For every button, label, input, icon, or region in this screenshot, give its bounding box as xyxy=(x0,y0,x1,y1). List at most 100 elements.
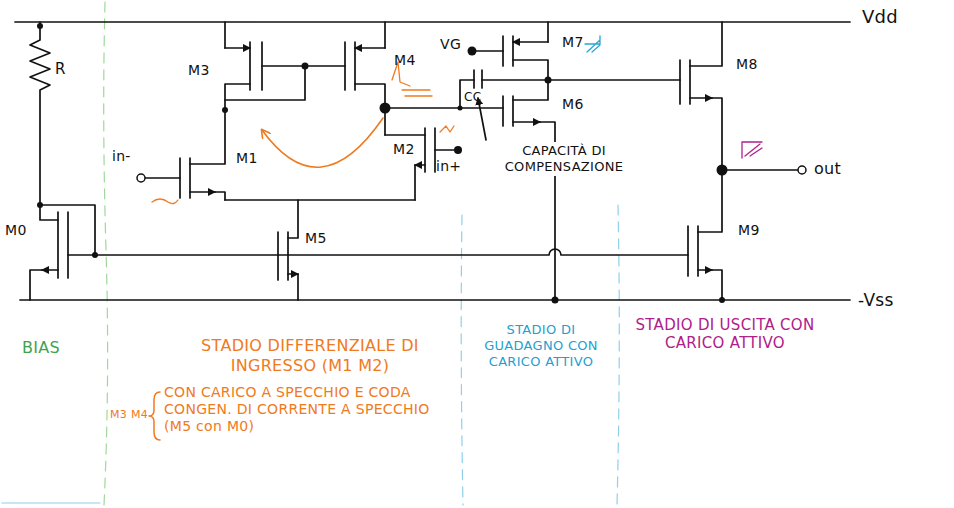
supply-rail xyxy=(15,22,850,300)
section-title: BIAS xyxy=(22,338,60,358)
nmos-transistor xyxy=(712,98,722,170)
nmos-transistor xyxy=(712,270,722,300)
part-name: M5 xyxy=(305,230,327,247)
nmos-transistor xyxy=(414,165,416,200)
junction-dot xyxy=(302,63,309,70)
signal-sketch xyxy=(440,126,454,132)
section-note: CON CARICO A SPECCHIO E CODA CONGEN. DI … xyxy=(164,384,456,435)
pmos-transistor xyxy=(384,22,386,48)
junction-dot xyxy=(222,107,228,113)
capacitor-symbol xyxy=(473,70,475,88)
nmos-transistor xyxy=(42,269,58,271)
nmos-transistor xyxy=(688,170,722,300)
part-name: M7 xyxy=(562,34,584,51)
signal-sketch xyxy=(152,199,178,204)
pmos-transistor xyxy=(513,41,548,43)
junction-dot xyxy=(37,23,728,304)
tail-wire xyxy=(225,199,415,201)
part-name: M3 M4 xyxy=(110,408,148,421)
signal-wire xyxy=(385,108,503,109)
pmos-transistor xyxy=(512,36,514,66)
pmos-transistor xyxy=(225,22,345,110)
pmos-transistor xyxy=(547,22,549,42)
pmos-transistor xyxy=(354,42,356,90)
signal-path-arrow xyxy=(262,118,383,167)
signal-name: in- xyxy=(112,148,131,165)
resistor-symbol xyxy=(30,22,50,205)
part-name: M3 xyxy=(188,62,210,79)
signal-path-arrow xyxy=(262,118,383,167)
nmos-transistor xyxy=(278,200,298,300)
nmos-transistor xyxy=(288,273,298,275)
part-name: M4 xyxy=(394,52,416,69)
nmos-transistor xyxy=(697,226,699,276)
junction-dot xyxy=(552,297,559,304)
junction-dot xyxy=(458,106,463,111)
nmos-transistor xyxy=(435,149,454,151)
leader-line xyxy=(478,98,486,140)
part-name: M1 xyxy=(236,150,258,167)
supply-rail xyxy=(15,21,850,23)
nmos-transistor xyxy=(40,205,95,255)
nmos-transistor xyxy=(145,110,225,200)
nmos-transistor xyxy=(503,80,555,300)
nmos-transistor xyxy=(67,212,69,278)
signal-sketch xyxy=(585,36,600,52)
resistor-symbol xyxy=(30,22,50,205)
nmos-transistor xyxy=(548,79,680,81)
nmos-transistor xyxy=(690,22,722,66)
nmos-transistor xyxy=(215,192,225,200)
section-title: STADIO DI GUADAGNO CON CARICO ATTIVO xyxy=(476,322,606,370)
pmos-transistor xyxy=(225,47,250,49)
nmos-transistor xyxy=(30,205,95,300)
note: CAPACITÀ DI COMPENSAZIONE xyxy=(482,142,646,176)
pmos-transistor xyxy=(249,42,251,90)
pmos-transistor xyxy=(344,42,346,90)
nmos-transistor xyxy=(57,212,59,278)
junction-dot xyxy=(719,297,725,303)
terminal-circle xyxy=(137,174,145,182)
junction-dot xyxy=(454,146,462,154)
nmos-transistor xyxy=(513,121,540,123)
junction-dot xyxy=(92,252,98,258)
section-separator xyxy=(461,215,463,505)
pmos-transistor xyxy=(225,84,250,110)
nmos-transistor xyxy=(40,205,58,220)
signal-sketch xyxy=(152,36,762,204)
signal-sketch xyxy=(742,142,762,158)
section-title: STADIO DI USCITA CON CARICO ATTIVO xyxy=(630,316,820,353)
pmos-transistor xyxy=(225,66,305,100)
part-name: M9 xyxy=(738,222,760,239)
junction-dot xyxy=(380,103,391,114)
nmos-transistor xyxy=(190,110,225,164)
pmos-transistor xyxy=(355,47,385,49)
supply-rail xyxy=(20,299,850,301)
nmos-transistor xyxy=(502,96,504,126)
signal-name: VG xyxy=(440,36,461,53)
nmos-transistor xyxy=(698,269,712,271)
junction-dot xyxy=(37,23,43,29)
junction-dot xyxy=(37,202,43,208)
pmos-transistor xyxy=(513,60,548,80)
terminal-circle xyxy=(137,166,806,182)
nmos-transistor xyxy=(690,97,712,99)
section-separator xyxy=(2,502,100,503)
capacitor-symbol xyxy=(482,79,548,81)
supply-label: Vdd xyxy=(862,6,898,28)
signal-name: in+ xyxy=(436,158,461,175)
nmos-transistor xyxy=(513,80,548,100)
part-name: M6 xyxy=(562,96,584,113)
nmos-transistor xyxy=(385,134,425,136)
pmos-transistor xyxy=(476,50,503,52)
section-separator xyxy=(2,2,619,505)
junction-dot xyxy=(468,47,477,56)
capacitor-symbol xyxy=(460,70,548,108)
capacitor-symbol xyxy=(481,70,483,88)
part-name: M8 xyxy=(736,56,758,73)
terminal-circle xyxy=(798,166,806,174)
bracket xyxy=(149,392,160,440)
bias-wire xyxy=(95,249,688,255)
signal-wire xyxy=(385,107,503,109)
pmos-transistor xyxy=(224,22,226,48)
